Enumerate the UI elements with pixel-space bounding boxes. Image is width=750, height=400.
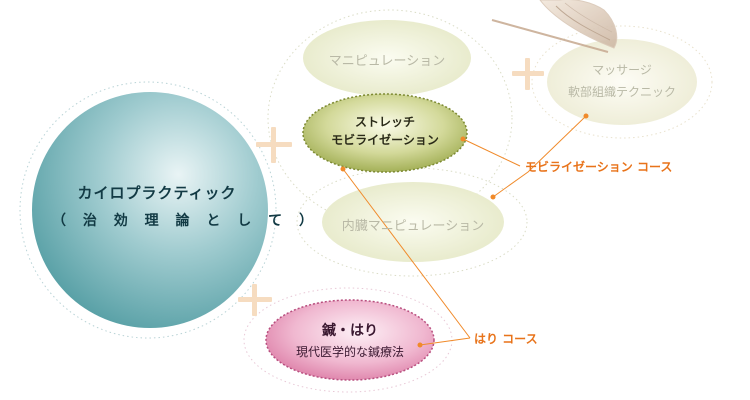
- massage-label-line1: マッサージ: [592, 63, 652, 77]
- main-bubble: [32, 92, 268, 328]
- plus-icon: [512, 58, 544, 90]
- acupuncture-ring: [243, 287, 453, 393]
- manipulation-bubble: [303, 20, 471, 96]
- stretch-bubble: [302, 93, 468, 173]
- acupuncture-label-line2: 現代医学的な鍼療法: [295, 345, 404, 359]
- hari-course-link[interactable]: はり コース: [474, 332, 538, 346]
- massage-label-line2: 軟部組織テクニック: [567, 85, 676, 99]
- massage-bubble: [547, 39, 697, 125]
- feather-icon: [491, 0, 618, 53]
- stretch-label-line1: ストレッチ: [354, 115, 415, 129]
- chiropractic-title: カイロプラクティック: [77, 184, 237, 202]
- chiropractic-subtitle: （ 治 効 理 論 と し て ）: [52, 213, 319, 229]
- visceral-manipulation-label: 内臓マニピュレーション: [341, 219, 485, 234]
- main-outer-ring: [19, 81, 277, 339]
- massage-ring: [531, 25, 713, 139]
- stretch-label-line2: モビライゼーション: [331, 133, 439, 147]
- mobilization-course-link[interactable]: モビライゼーション コース: [525, 160, 673, 174]
- acupuncture-label-line1: 鍼・はり: [322, 323, 378, 339]
- manipulation-label: マニピュレーション: [328, 54, 446, 69]
- acupuncture-bubble: [265, 299, 435, 381]
- plus-icon: [256, 127, 292, 163]
- course-connectors: [342, 115, 587, 346]
- connector-dots: [340, 113, 589, 348]
- plus-icon: [238, 284, 272, 316]
